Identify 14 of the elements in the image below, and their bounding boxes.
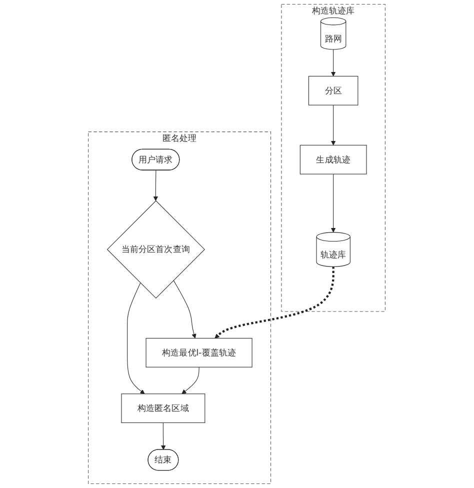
- arrow: [331, 49, 336, 76]
- node-box: 生成轨迹: [300, 144, 367, 174]
- arrow: [214, 266, 335, 338]
- node-box: 构造最优l-覆盖轨迹: [146, 338, 253, 368]
- arrow: [331, 104, 336, 146]
- node-box: 分区: [308, 76, 358, 106]
- arrow: [161, 422, 166, 450]
- arrow: [154, 170, 158, 202]
- arrow: [331, 174, 336, 233]
- node-diamond: 当前分区首次查询: [107, 200, 206, 299]
- node-box: 构造匿名区域: [121, 394, 206, 423]
- arrow: [127, 282, 146, 394]
- arrow: [182, 366, 200, 394]
- arrow: [173, 280, 197, 338]
